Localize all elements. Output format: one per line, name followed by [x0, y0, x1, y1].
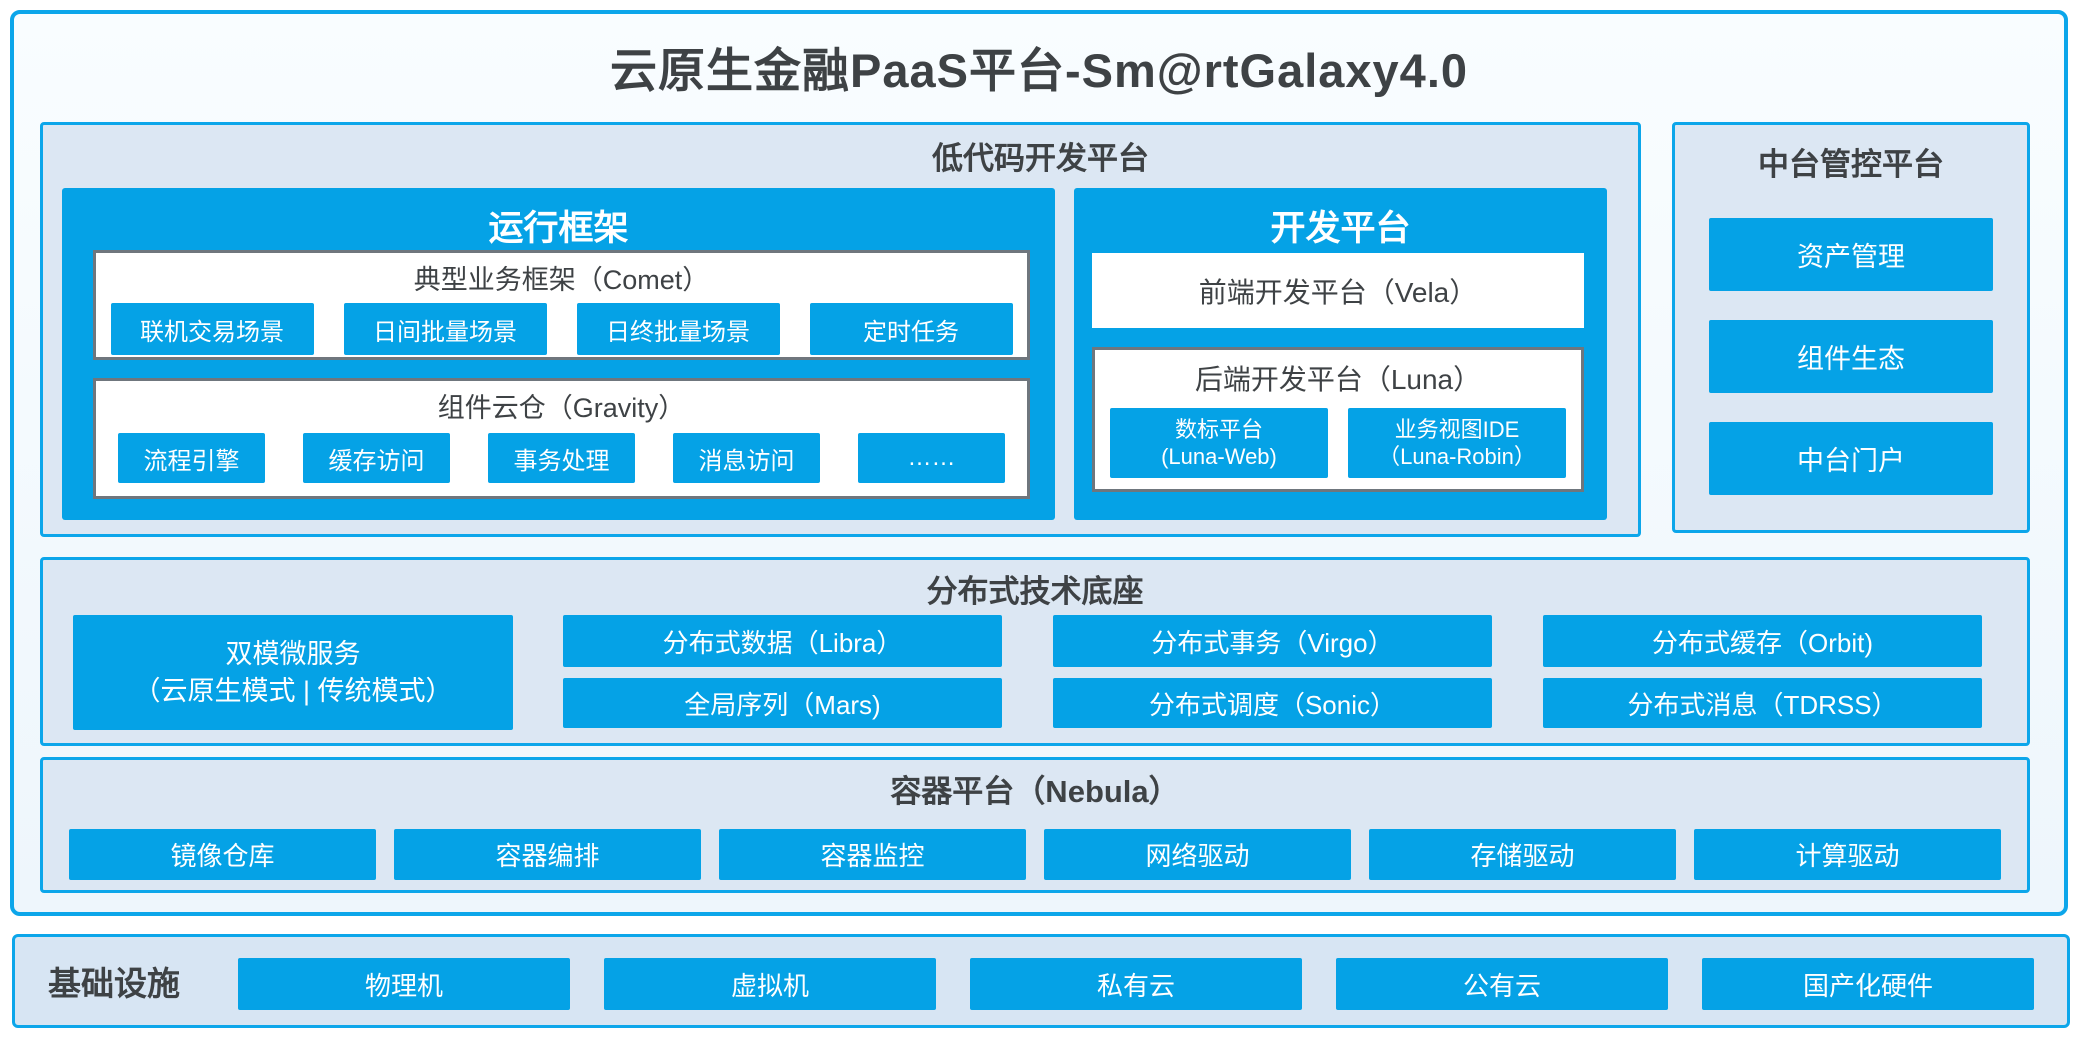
chip-luna-web: 数标平台 (Luna-Web) — [1110, 408, 1328, 478]
low-code-platform-panel: 低代码开发平台 运行框架 典型业务框架（Comet） 联机交易场景 日间批量场景… — [40, 122, 1641, 537]
luna-chip-row: 数标平台 (Luna-Web) 业务视图IDE （Luna-Robin） — [1095, 408, 1581, 478]
infrastructure-label: 基础设施 — [48, 965, 180, 1002]
chip-luna-robin: 业务视图IDE （Luna-Robin） — [1348, 408, 1566, 478]
chip-transaction-processing: 事务处理 — [488, 433, 635, 483]
chip-message-access: 消息访问 — [673, 433, 820, 483]
item-component-ecosystem: 组件生态 — [1709, 320, 1993, 393]
dev-platform-panel: 开发平台 前端开发平台（Vela） 后端开发平台（Luna） 数标平台 (Lun… — [1074, 188, 1607, 520]
mid-platform-items: 资产管理 组件生态 中台门户 — [1675, 218, 2027, 495]
vela-frontend-box: 前端开发平台（Vela） — [1092, 253, 1584, 328]
chip-domestic-hardware: 国产化硬件 — [1702, 958, 2034, 1010]
gravity-warehouse-box: 组件云仓（Gravity） 流程引擎 缓存访问 事务处理 消息访问 …… — [93, 378, 1030, 499]
dual-mode-line1: 双模微服务 — [225, 638, 361, 669]
chip-public-cloud: 公有云 — [1336, 958, 1668, 1010]
box-distributed-scheduling-sonic: 分布式调度（Sonic） — [1053, 678, 1492, 728]
runtime-framework-title: 运行框架 — [488, 209, 629, 248]
chip-virtual-machine: 虚拟机 — [604, 958, 936, 1010]
chip-luna-robin-line1: 业务视图IDE — [1394, 417, 1520, 442]
luna-backend-title: 后端开发平台（Luna） — [1194, 364, 1482, 395]
chip-container-orchestration: 容器编排 — [394, 829, 701, 880]
gravity-chip-row: 流程引擎 缓存访问 事务处理 消息访问 …… — [96, 433, 1027, 483]
chip-luna-web-line1: 数标平台 — [1174, 417, 1263, 442]
item-asset-management: 资产管理 — [1709, 218, 1993, 291]
chip-storage-driver: 存储驱动 — [1369, 829, 1676, 880]
dev-platform-title: 开发平台 — [1270, 209, 1411, 248]
main-container: 云原生金融PaaS平台-Sm@rtGalaxy4.0 低代码开发平台 运行框架 … — [10, 10, 2068, 916]
chip-daytime-batch: 日间批量场景 — [343, 303, 547, 355]
comet-framework-title: 典型业务框架（Comet） — [413, 265, 710, 295]
distributed-base-panel: 分布式技术底座 双模微服务 （云原生模式 | 传统模式） 分布式数据（Libra… — [40, 557, 2030, 746]
luna-backend-box: 后端开发平台（Luna） 数标平台 (Luna-Web) 业务视图IDE （Lu… — [1092, 347, 1584, 492]
chip-luna-robin-line2: （Luna-Robin） — [1378, 444, 1536, 469]
dual-mode-microservice-box: 双模微服务 （云原生模式 | 传统模式） — [73, 615, 513, 730]
chip-cache-access: 缓存访问 — [303, 433, 450, 483]
mid-platform-header: 中台管控平台 — [1758, 147, 1944, 182]
chip-container-monitoring: 容器监控 — [719, 829, 1026, 880]
box-distributed-message-tdrss: 分布式消息（TDRSS） — [1543, 678, 1982, 728]
container-chip-row: 镜像仓库 容器编排 容器监控 网络驱动 存储驱动 计算驱动 — [43, 829, 2027, 880]
chip-luna-web-line2: (Luna-Web) — [1161, 444, 1277, 469]
chip-scheduled-task: 定时任务 — [809, 303, 1013, 355]
chip-network-driver: 网络驱动 — [1044, 829, 1351, 880]
comet-framework-box: 典型业务框架（Comet） 联机交易场景 日间批量场景 日终批量场景 定时任务 — [93, 250, 1030, 360]
box-distributed-data-libra: 分布式数据（Libra） — [563, 615, 1002, 667]
chip-process-engine: 流程引擎 — [118, 433, 265, 483]
gravity-warehouse-title: 组件云仓（Gravity） — [437, 393, 686, 423]
low-code-platform-header: 低代码开发平台 — [932, 141, 1149, 176]
dual-mode-line2: （云原生模式 | 传统模式） — [133, 675, 453, 706]
item-mid-platform-portal: 中台门户 — [1709, 422, 1993, 495]
infrastructure-panel: 基础设施 物理机 虚拟机 私有云 公有云 国产化硬件 — [12, 934, 2070, 1028]
runtime-framework-panel: 运行框架 典型业务框架（Comet） 联机交易场景 日间批量场景 日终批量场景 … — [62, 188, 1055, 520]
chip-physical-machine: 物理机 — [238, 958, 570, 1010]
box-distributed-transaction-virgo: 分布式事务（Virgo） — [1053, 615, 1492, 667]
box-distributed-cache-orbit: 分布式缓存（Orbit) — [1543, 615, 1982, 667]
box-global-sequence-mars: 全局序列（Mars) — [563, 678, 1002, 728]
chip-online-trading: 联机交易场景 — [110, 303, 314, 355]
chip-endofday-batch: 日终批量场景 — [576, 303, 780, 355]
page-title: 云原生金融PaaS平台-Sm@rtGalaxy4.0 — [609, 44, 1469, 97]
chip-private-cloud: 私有云 — [970, 958, 1302, 1010]
comet-chip-row: 联机交易场景 日间批量场景 日终批量场景 定时任务 — [96, 303, 1027, 355]
distributed-base-header: 分布式技术底座 — [926, 574, 1144, 609]
chip-image-registry: 镜像仓库 — [69, 829, 376, 880]
chip-ellipsis: …… — [858, 433, 1005, 483]
mid-platform-panel: 中台管控平台 资产管理 组件生态 中台门户 — [1672, 122, 2030, 533]
infrastructure-chip-row: 物理机 虚拟机 私有云 公有云 国产化硬件 — [238, 958, 2034, 1010]
chip-compute-driver: 计算驱动 — [1694, 829, 2001, 880]
container-platform-panel: 容器平台（Nebula） 镜像仓库 容器编排 容器监控 网络驱动 存储驱动 计算… — [40, 757, 2030, 893]
container-platform-header: 容器平台（Nebula） — [890, 774, 1180, 809]
